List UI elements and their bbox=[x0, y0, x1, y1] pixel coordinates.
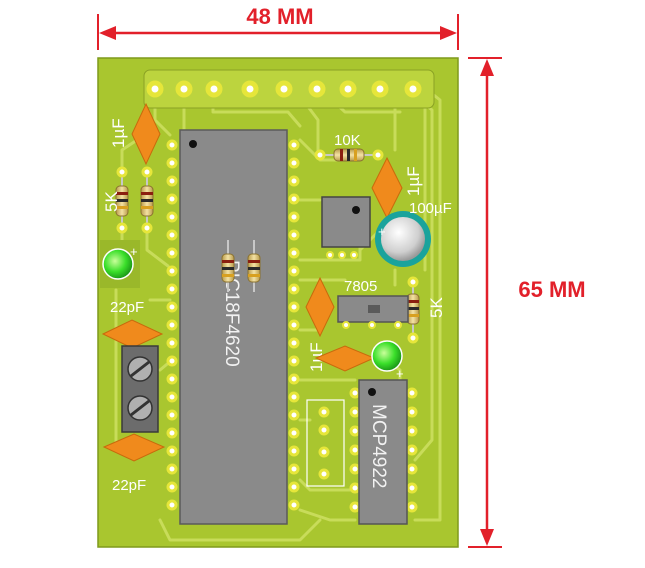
terminal-block bbox=[121, 345, 159, 433]
dac-chip: MCP4922 bbox=[349, 379, 418, 525]
mcu-label: PIC18F4620 bbox=[221, 260, 242, 367]
svg-text:+: + bbox=[396, 366, 404, 381]
electrolytic-capacitor: 100µF + bbox=[375, 200, 452, 267]
svg-text:1µF: 1µF bbox=[404, 166, 423, 196]
pin-header-box bbox=[306, 399, 345, 487]
led-left: + bbox=[100, 240, 140, 288]
capacitor-22pf-top: 22pF bbox=[101, 299, 164, 349]
svg-text:7805: 7805 bbox=[344, 278, 377, 295]
led-right: + bbox=[371, 340, 404, 381]
svg-text:22pF: 22pF bbox=[110, 299, 144, 316]
resistor-left-pair: 5K bbox=[102, 166, 154, 234]
svg-text:10K: 10K bbox=[334, 132, 361, 149]
width-label: 48 MM bbox=[246, 4, 313, 29]
resistor-top-10k: 10K bbox=[314, 132, 384, 162]
svg-text:1µF: 1µF bbox=[109, 118, 128, 148]
svg-text:1µF: 1µF bbox=[307, 342, 326, 372]
svg-text:100µF: 100µF bbox=[409, 200, 452, 217]
header-pads bbox=[143, 69, 435, 109]
svg-text:5K: 5K bbox=[427, 297, 446, 318]
capacitor-top-left: 1µF bbox=[109, 102, 161, 166]
dac-label: MCP4922 bbox=[368, 404, 389, 489]
pic-mcu-chip: PIC18F4620 bbox=[166, 129, 300, 525]
height-dimension: 65 MM bbox=[468, 57, 586, 548]
svg-text:22pF: 22pF bbox=[112, 477, 146, 494]
width-dimension: 48 MM bbox=[97, 4, 459, 50]
mcu-pins-right bbox=[288, 139, 300, 511]
capacitor-middle-vertical: 1µF bbox=[305, 276, 335, 372]
regulator-7805: 7805 bbox=[337, 278, 409, 329]
svg-text:+: + bbox=[378, 224, 386, 239]
height-label: 65 MM bbox=[518, 277, 585, 302]
svg-text:5K: 5K bbox=[102, 191, 121, 212]
capacitor-22pf-bottom: 22pF bbox=[102, 433, 166, 494]
svg-text:+: + bbox=[130, 244, 138, 259]
resistor-right-5k: 5K bbox=[406, 276, 446, 344]
mcu-pins-left bbox=[166, 139, 178, 511]
small-square-ic bbox=[321, 196, 371, 259]
